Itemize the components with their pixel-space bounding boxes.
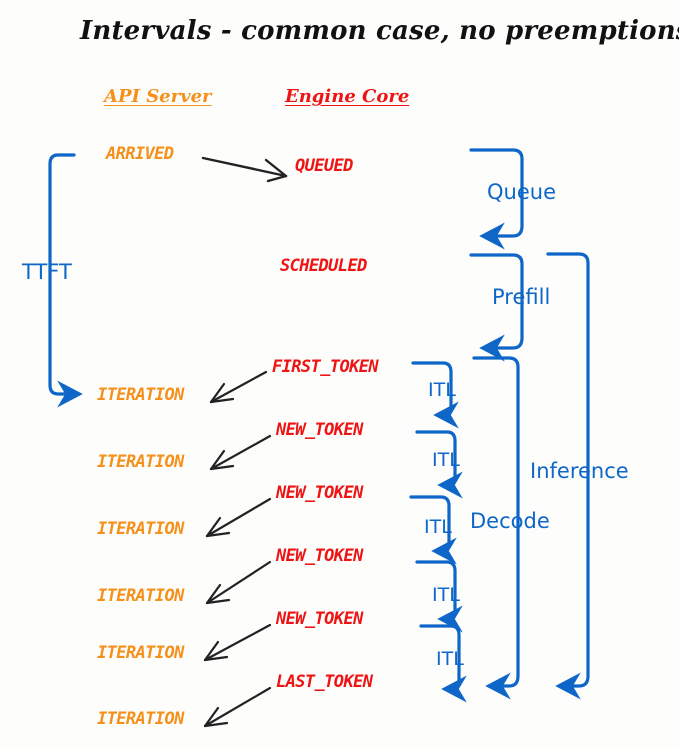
arrow-token-to-iteration xyxy=(203,370,272,728)
state-new-token: NEW_TOKEN xyxy=(276,483,363,503)
state-arrived: ARRIVED xyxy=(106,144,174,164)
state-iteration: ITERATION xyxy=(97,519,184,539)
state-scheduled: SCHEDULED xyxy=(280,256,367,276)
state-new-token: NEW_TOKEN xyxy=(276,546,363,566)
interval-label-itl: ITL xyxy=(432,584,460,606)
interval-label-itl: ITL xyxy=(424,516,452,538)
state-iteration: ITERATION xyxy=(97,452,184,472)
column-header-api-server: API Server xyxy=(104,86,212,107)
state-queued: QUEUED xyxy=(295,156,353,176)
interval-label-queue: Queue xyxy=(487,180,556,204)
interval-label-prefill: Prefill xyxy=(492,285,551,309)
interval-label-itl: ITL xyxy=(432,449,460,471)
state-iteration: ITERATION xyxy=(97,385,184,405)
interval-label-itl: ITL xyxy=(428,379,456,401)
interval-label-itl: ITL xyxy=(436,648,464,670)
state-first-token: FIRST_TOKEN xyxy=(272,357,379,377)
state-iteration: ITERATION xyxy=(97,643,184,663)
state-iteration: ITERATION xyxy=(97,709,184,729)
interval-label-decode: Decode xyxy=(470,509,550,533)
diagram-title: Intervals - common case, no preemptions xyxy=(80,16,679,46)
interval-label-inference: Inference xyxy=(530,459,629,483)
state-iteration: ITERATION xyxy=(97,586,184,606)
column-header-engine-core: Engine Core xyxy=(285,86,410,107)
interval-label-ttft: TTFT xyxy=(22,260,72,284)
state-new-token: NEW_TOKEN xyxy=(276,420,363,440)
state-new-token: NEW_TOKEN xyxy=(276,609,363,629)
arrow-arrived-to-queued xyxy=(201,156,288,183)
state-last-token: LAST_TOKEN xyxy=(276,672,373,692)
